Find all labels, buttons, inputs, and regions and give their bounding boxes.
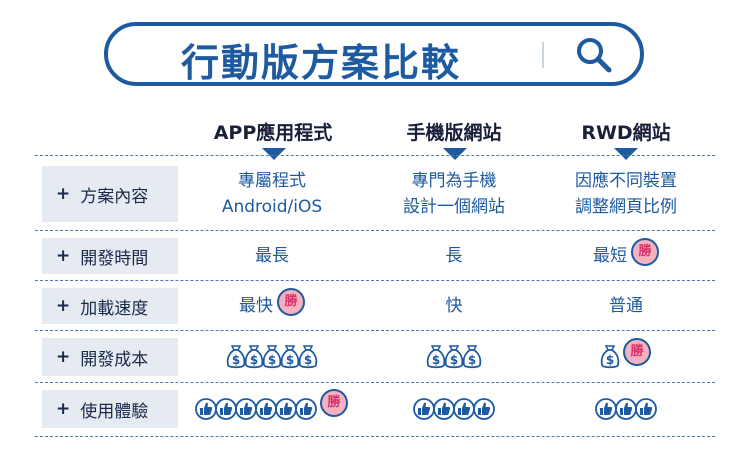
column-arrow-rwd [614,148,638,160]
row-separator [35,280,715,281]
row-label-user-experience: + 使用體驗 [42,390,178,428]
thumbs-up-icon [215,398,237,420]
cell-ux-rwd [526,390,726,428]
cell-text: Android/iOS [221,197,323,217]
money-bag-group: $ [600,344,620,370]
cell-speed-app: 最快 勝 [172,288,372,324]
thumbs-up-group [413,398,495,420]
cell-ux-mobile-site [354,390,554,428]
winner-badge-icon: 勝 [631,238,659,266]
svg-text:$: $ [450,353,458,367]
row-label-dev-time: + 開發時間 [42,238,178,274]
search-divider [542,42,544,68]
cell-text: 最短 [593,246,627,266]
column-arrow-app [262,148,286,160]
cell-text: 設計一個網站 [403,197,505,217]
cell-text: 最快 [239,296,273,316]
row-separator [35,330,715,331]
money-bag-icon: $ [226,345,246,369]
money-bag-icon: $ [244,345,264,369]
cell-devtime-mobile-site: 長 [354,238,554,274]
row-label-text: 開發成本 [80,349,149,370]
svg-text:$: $ [286,353,294,367]
cell-speed-mobile-site: 快 [354,288,554,324]
thumbs-up-group [595,398,657,420]
plus-icon: + [56,296,71,316]
cell-text: 專屬程式 [237,171,306,191]
winner-badge-icon: 勝 [320,389,348,417]
column-arrow-mobile-site [443,148,467,160]
row-label-plan-content: + 方案內容 [42,166,178,222]
column-heading-app: APP應用程式 [213,122,333,144]
money-bag-icon: $ [444,345,464,369]
row-label-dev-cost: + 開發成本 [42,338,178,376]
row-label-load-speed: + 加載速度 [42,288,178,324]
thumbs-up-icon [295,398,317,420]
page-title: 行動版方案比較 [180,41,461,85]
cell-text: 調整網頁比例 [575,197,677,217]
cell-devtime-app: 最長 [172,238,372,274]
thumbs-up-icon [595,398,617,420]
winner-badge-icon: 勝 [277,288,305,316]
thumbs-up-icon [473,398,495,420]
row-separator [35,155,715,156]
cell-text: 快 [445,296,463,316]
money-bag-icon: $ [262,345,282,369]
svg-text:$: $ [268,353,276,367]
cell-plan-mobile-site: 專門為手機設計一個網站 [354,166,554,222]
cell-text: 因應不同裝置 [575,171,677,191]
cell-cost-mobile-site: $ $ $ [354,338,554,376]
svg-text:$: $ [468,353,476,367]
thumbs-up-icon [275,398,297,420]
cell-devtime-rwd: 最短 勝 [526,238,726,274]
cell-text: 普通 [609,296,643,316]
svg-text:$: $ [304,353,312,367]
plus-icon: + [56,184,71,204]
thumbs-up-icon [433,398,455,420]
row-label-text: 開發時間 [80,248,149,269]
row-separator [35,436,715,437]
money-bag-icon: $ [462,345,482,369]
row-label-text: 使用體驗 [80,401,149,422]
cell-text: 最長 [255,246,289,266]
cell-plan-rwd: 因應不同裝置調整網頁比例 [526,166,726,222]
thumbs-up-icon [255,398,277,420]
thumbs-up-icon [453,398,475,420]
plus-icon: + [56,399,71,419]
thumbs-up-icon [195,398,217,420]
title-search-bar: 行動版方案比較 [104,22,644,86]
cell-cost-app: $ $ $ $ $ [172,338,372,376]
thumbs-up-icon [235,398,257,420]
money-bag-icon: $ [298,345,318,369]
column-heading-mobile-site: 手機版網站 [406,122,502,144]
svg-text:$: $ [232,353,240,367]
thumbs-up-group [195,398,317,420]
column-heading-rwd: RWD網站 [581,122,671,144]
thumbs-up-icon [635,398,657,420]
money-bag-icon: $ [280,345,300,369]
cell-cost-rwd: $ 勝 [526,338,726,376]
money-bag-icon: $ [426,345,446,369]
cell-text: 專門為手機 [411,171,497,191]
cell-speed-rwd: 普通 [526,288,726,324]
winner-badge-icon: 勝 [623,338,651,366]
row-label-text: 方案內容 [80,186,149,207]
money-bag-group: $ $ $ $ $ [226,344,318,370]
svg-text:$: $ [606,353,614,367]
money-bag-group: $ $ $ [426,344,482,370]
row-separator [35,382,715,383]
plus-icon: + [56,347,71,367]
cell-text: 長 [445,246,463,266]
plus-icon: + [56,246,71,266]
cell-ux-app: 勝 [172,389,372,428]
row-label-text: 加載速度 [80,298,149,319]
search-icon [577,38,612,73]
cell-plan-app: 專屬程式 Android/iOS [172,166,372,222]
row-separator [35,230,715,231]
thumbs-up-icon [413,398,435,420]
thumbs-up-icon [615,398,637,420]
svg-text:$: $ [432,353,440,367]
svg-text:$: $ [250,353,258,367]
money-bag-icon: $ [600,345,620,369]
